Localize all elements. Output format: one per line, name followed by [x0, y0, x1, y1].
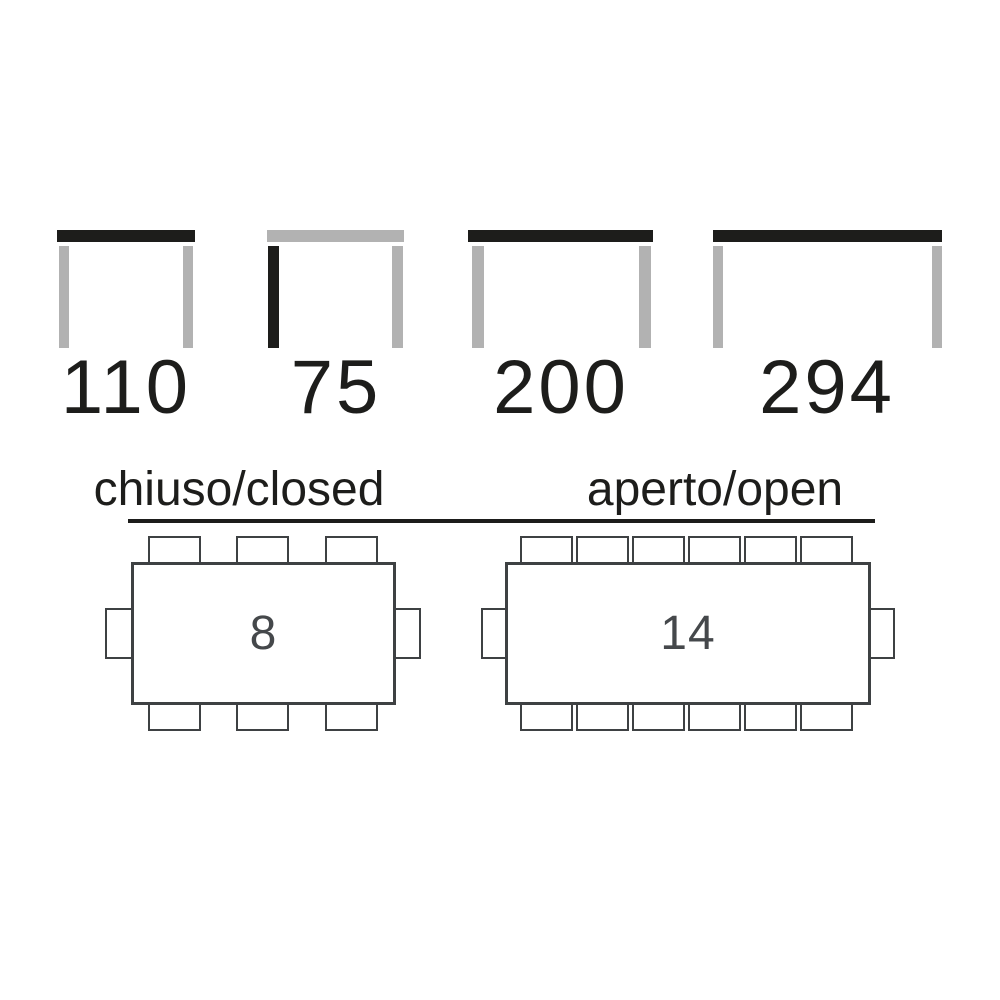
seating-plan-open: 14 — [481, 536, 895, 732]
table-leg-left — [268, 246, 279, 348]
side-view-height — [267, 230, 404, 350]
seat-count-open: 14 — [660, 606, 716, 660]
table-leg-left — [472, 246, 484, 348]
table-leg-right — [639, 246, 651, 348]
dimension-value-width: 110 — [60, 345, 192, 430]
table-leg-left — [59, 246, 69, 348]
dimension-value-length-closed: 200 — [493, 345, 629, 430]
table-leg-right — [932, 246, 942, 348]
dimension-value-height: 75 — [290, 345, 382, 430]
side-view-width-closed — [57, 230, 195, 350]
tabletop-bar — [713, 230, 942, 242]
tabletop-bar — [468, 230, 653, 242]
closed-section-label: chiuso/closed — [93, 463, 385, 516]
tabletop-open: 14 — [505, 562, 871, 705]
seating-plan-closed: 8 — [105, 536, 421, 732]
table-leg-right — [183, 246, 193, 348]
side-view-length-open — [713, 230, 942, 350]
dimension-value-length-open: 294 — [759, 345, 895, 430]
table-leg-left — [713, 246, 723, 348]
divider-line — [128, 519, 875, 523]
side-view-length-closed — [468, 230, 653, 350]
tabletop-bar — [57, 230, 195, 242]
open-section-label: aperto/open — [586, 463, 844, 516]
seat-count-closed: 8 — [249, 606, 278, 660]
table-leg-right — [392, 246, 403, 348]
tabletop-closed: 8 — [131, 562, 396, 705]
tabletop-bar — [267, 230, 404, 242]
